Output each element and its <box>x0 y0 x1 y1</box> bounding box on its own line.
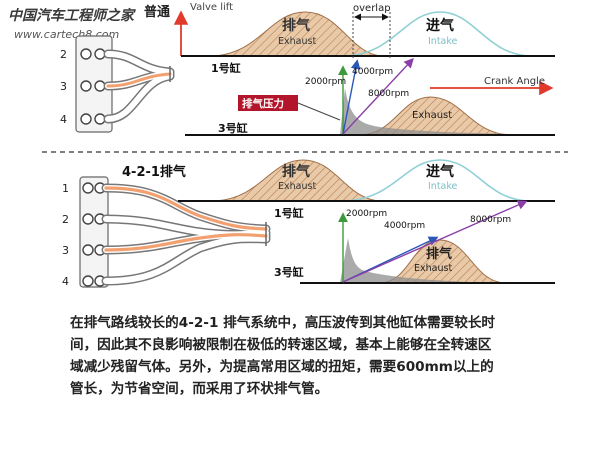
top-cyl3-exhaust-curve <box>359 96 511 136</box>
bottom-intake-curve <box>344 159 529 202</box>
bottom-cyl3-graph: 排气 Exhaust 3号缸 2000rpm 4000rpm 8000rpm <box>274 200 555 284</box>
top-pressure-wave <box>340 88 510 135</box>
bottom-rpm-8000-arrow <box>342 200 528 283</box>
port-number-3: 3 <box>60 80 67 93</box>
exhaust-flow-highlight <box>106 72 172 88</box>
caption-line: 在排气路线较长的4-2-1 排气系统中，高压波传到其他缸体需要较长时 <box>70 315 496 331</box>
top-rpm-8000-label: 8000rpm <box>368 89 409 99</box>
bottom-rpm-2000-label: 2000rpm <box>346 209 387 219</box>
bottom-manifold: 4-2-1排气 1 2 3 4 <box>62 164 271 288</box>
top-rpm-4000-label: 4000rpm <box>352 67 393 77</box>
top-cyl1-label: 1号缸 <box>211 61 241 75</box>
overlap-label: overlap <box>353 3 391 14</box>
cylinder-head-block-2 <box>79 176 109 288</box>
caption-line: 间，因此其不良影响被限制在极低的转速区域，基本上能够在全转速区 <box>70 337 492 353</box>
port2-number-1: 1 <box>62 182 69 195</box>
bottom-pressure-wave <box>340 238 470 283</box>
top-intake-curve <box>344 11 531 57</box>
top-cyl3-graph: Exhaust 3号缸 排气压力 2000rpm 4000rpm 8000rpm <box>185 57 555 136</box>
caption-line: 域减少残留气体。另外，为提高常用区域的扭矩，需要600mm以上的 <box>70 359 494 375</box>
bottom-rpm-4000-label: 4000rpm <box>384 221 425 231</box>
bottom-cyl3-label: 3号缸 <box>274 265 304 279</box>
caption-line: 管长，为节省空间，而采用了环状排气管。 <box>70 381 329 397</box>
watermark-cn: 中国汽车工程师之家 <box>8 7 136 24</box>
bottom-exhaust-cn: 排气 <box>282 163 310 180</box>
top-title: 普通 <box>144 4 170 20</box>
port-number-4: 4 <box>60 113 67 126</box>
bottom-exhaust-curve <box>214 159 381 202</box>
top-rpm-4000-arrow <box>342 59 361 135</box>
watermark: 中国汽车工程师之家 www.cartech8.com <box>8 7 136 41</box>
top-cyl1-graph: 排气 Exhaust 进气 Intake overlap 1号缸 <box>181 3 555 75</box>
top-cyl3-label: 3号缸 <box>218 121 248 135</box>
crank-angle-axis: Crank Angle <box>430 76 554 96</box>
port2-number-4: 4 <box>62 275 69 288</box>
exhaust-pressure-badge <box>238 95 298 111</box>
bottom-rpm-8000-label: 8000rpm <box>470 215 511 225</box>
exhaust-flow-highlight-2 <box>104 186 268 252</box>
caption-paragraph: 在排气路线较长的4-2-1 排气系统中，高压波传到其他缸体需要较长时 间，因此其… <box>70 312 590 400</box>
bottom-cyl1-graph: 排气 Exhaust 进气 Intake 1号缸 <box>178 159 555 220</box>
top-exhaust-curve <box>211 11 383 57</box>
top-manifold: 2 3 4 普通 <box>60 4 175 133</box>
port2-number-2: 2 <box>62 213 69 226</box>
top-rpm-8000-arrow <box>342 57 414 135</box>
bottom-cyl3-exhaust-cn: 排气 <box>426 246 452 262</box>
top-intake-en: Intake <box>428 36 458 47</box>
port2-number-3: 3 <box>62 244 69 257</box>
valve-lift-axis: Valve lift <box>173 2 233 56</box>
bottom-exhaust-en: Exhaust <box>278 181 316 192</box>
bottom-intake-en: Intake <box>428 181 458 192</box>
top-intake-cn: 进气 <box>426 17 454 34</box>
bottom-cyl3-exhaust-en: Exhaust <box>414 263 452 274</box>
top-exhaust-cn: 排气 <box>282 17 310 34</box>
bottom-cyl1-label: 1号缸 <box>274 206 304 220</box>
top-cyl3-exhaust-en: Exhaust <box>412 110 452 121</box>
top-exhaust-en: Exhaust <box>278 36 316 47</box>
bottom-intake-cn: 进气 <box>426 163 454 180</box>
top-rpm-2000-label: 2000rpm <box>305 77 346 87</box>
bottom-title: 4-2-1排气 <box>122 164 186 180</box>
exhaust-pressure-label: 排气压力 <box>242 97 284 110</box>
port-number-2: 2 <box>60 48 67 61</box>
valve-lift-label: Valve lift <box>190 2 233 13</box>
crank-angle-label: Crank Angle <box>484 76 545 87</box>
